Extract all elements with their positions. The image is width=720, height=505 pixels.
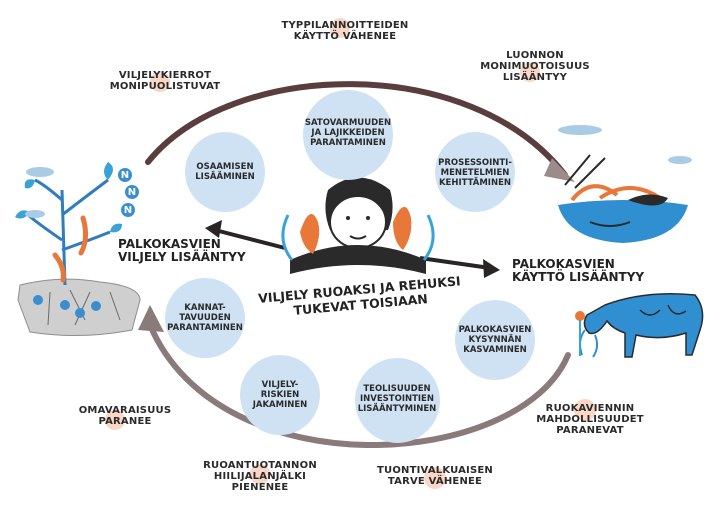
label-luonnon-monimuotoisuus: LUONNON MONIMUOTOISUUS LISÄÄNTYY — [480, 50, 590, 83]
label-hiilijalanjalki: RUOANTUOTANNON HIILIJALANJÄLKI PIENENEE — [203, 460, 317, 493]
label-viljelykierrot: VILJELYKIERROT MONIPUOLISTUVAT — [109, 70, 221, 92]
bubble-investoinnit-text: TEOLISUUDEN INVESTOINTIEN LISÄÄNTYMINEN — [357, 384, 437, 414]
label-ruokavienti: RUOKAVIENNIN MAHDOLLISUUDET PARANEVAT — [536, 403, 644, 436]
heading-viljely: PALKOKASVIEN VILJELY LISÄÄNTYY — [118, 237, 246, 264]
bubble-kannattavuus — [165, 278, 245, 358]
label-tuontivalkuainen: TUONTIVALKUAISEN TARVE VÄHENEE — [377, 465, 493, 487]
bubble-riskit-text: VILJELY- RISKIEN JAKAMINEN — [252, 380, 308, 410]
nitrogen-label: N — [123, 205, 133, 216]
person-illustration — [281, 177, 435, 274]
nitrogen-atoms — [33, 168, 139, 318]
nitrogen-label: N — [127, 187, 137, 198]
arrow-to-left — [214, 228, 286, 250]
cycle-arrowhead-top — [544, 158, 575, 182]
cow-illustration — [575, 293, 704, 358]
label-typpilannoitteet: TYPPILANNOITTEIDEN KÄYTTÖ VÄHENEE — [281, 20, 409, 42]
bubble-investoinnit — [355, 358, 440, 443]
bubble-prosessointi — [435, 132, 515, 212]
bubble-kysynta-text: PALKOKASVIEN KYSYNNÄN KASVAMINEN — [458, 325, 532, 355]
bubble-kannattavuus-text: KANNAT- TAVUUDEN PARANTAMINEN — [167, 303, 243, 333]
bubble-kysynta — [455, 300, 535, 380]
plant-illustration — [15, 162, 141, 337]
heading-kaytto: PALKOKASVIEN KÄYTTÖ LISÄÄNTYY — [512, 257, 645, 284]
bubble-satovarmuus-text: SATOVARMUUDEN JA LAJIKKEIDEN PARANTAMINE… — [304, 118, 392, 148]
cycle-arrowhead-bottom — [138, 305, 164, 332]
bubble-osaaminen — [185, 132, 265, 212]
label-dots — [105, 18, 596, 489]
label-omavaraisuus: OMAVARAISUUS PARANEE — [78, 405, 172, 427]
nitrogen-label: N — [120, 170, 130, 181]
cycle-arrow-bottom — [147, 322, 571, 448]
bowl-illustration — [558, 125, 692, 243]
bubble-satovarmuus — [303, 90, 393, 180]
cycle-arrow-top — [145, 81, 568, 178]
bubble-osaaminen-text: OSAAMISEN LISÄÄMINEN — [195, 162, 255, 182]
bubble-riskit — [240, 355, 320, 435]
arrow-to-right — [419, 256, 491, 270]
bubble-prosessointi-text: PROSESSOINTI- MENETELMIEN KEHITTÄMINEN — [438, 158, 512, 188]
